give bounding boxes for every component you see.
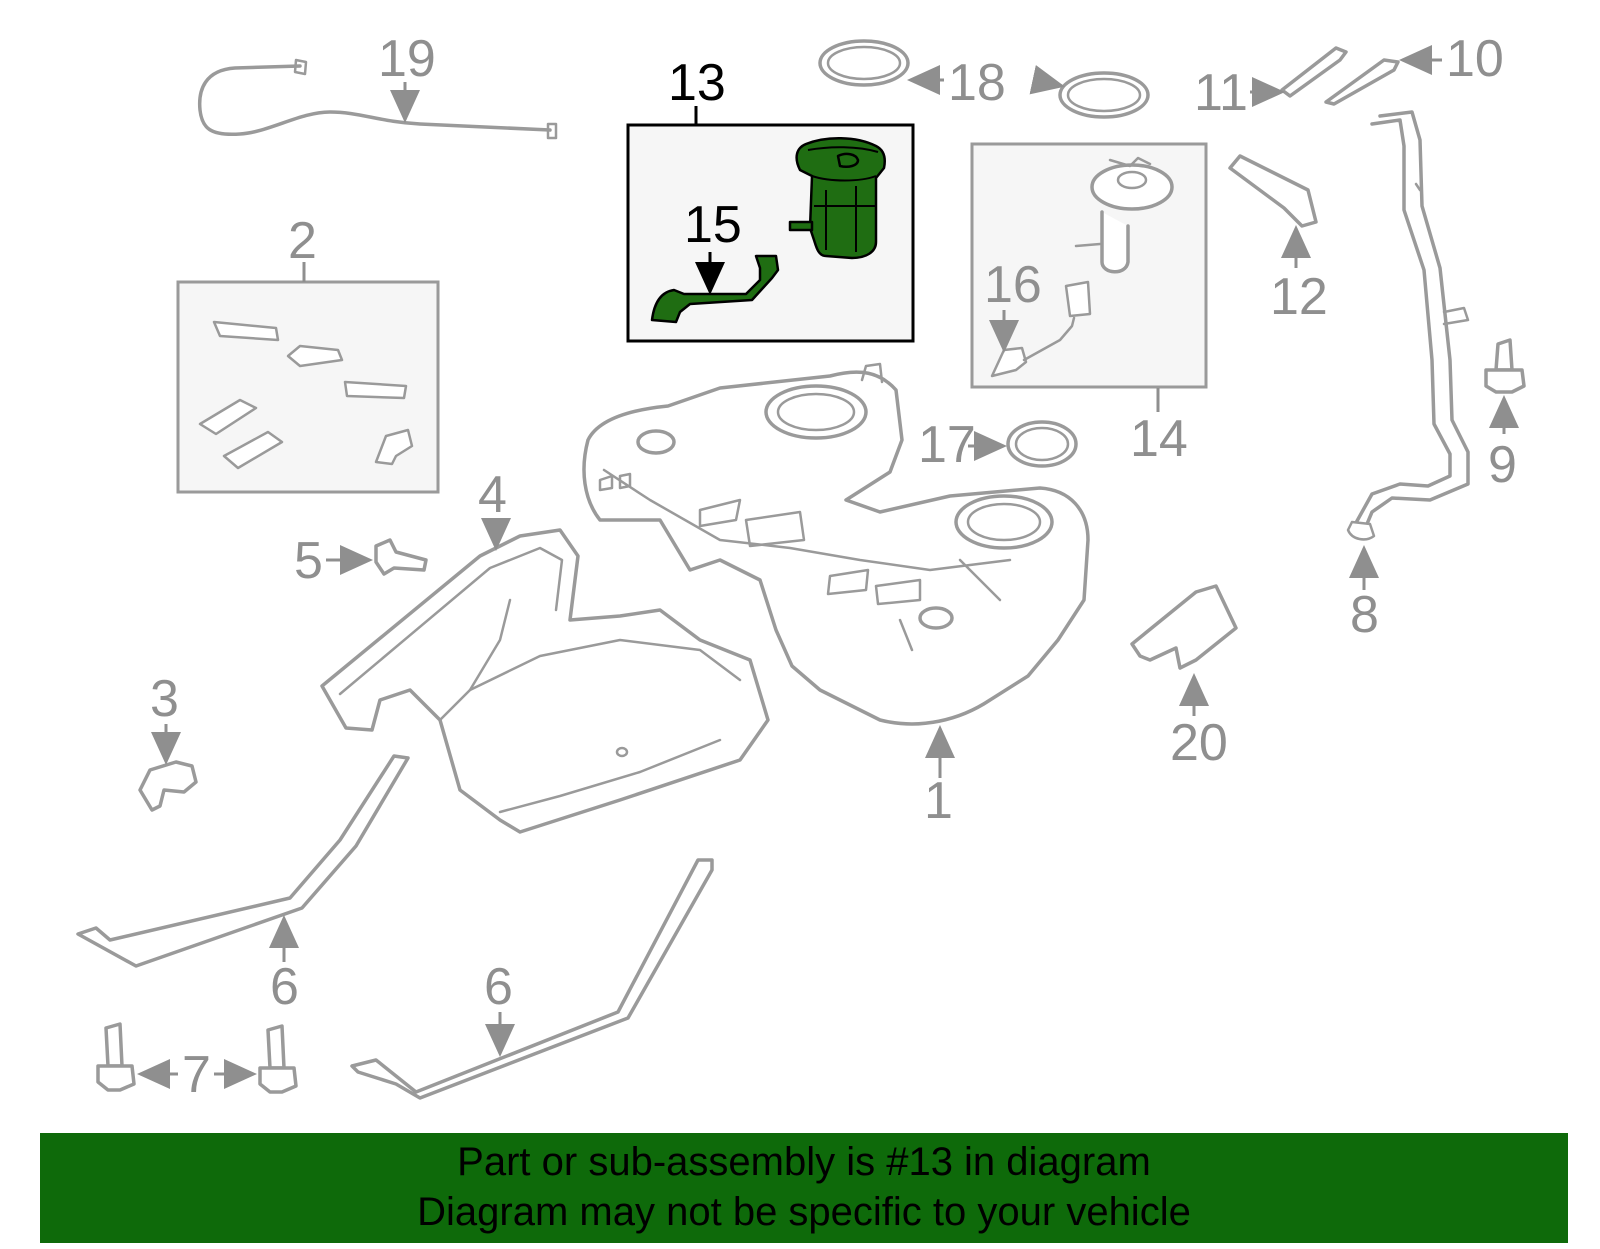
bolt-part-9 xyxy=(1484,338,1526,394)
bracket-part-12 xyxy=(1228,154,1318,228)
shield-pieces-part-2 xyxy=(198,320,414,470)
bracket-part-20 xyxy=(1130,584,1238,670)
callout-18-arrow-right xyxy=(1029,65,1065,95)
callout-11: 11 xyxy=(1194,64,1248,122)
callout-6-right: 6 xyxy=(484,958,513,1016)
callout-10: 10 xyxy=(1446,30,1504,88)
fuel-pump-module-part-13 xyxy=(788,136,886,260)
callout-15: 15 xyxy=(684,196,742,254)
sender-part-16 xyxy=(990,280,1092,378)
gasket-part-10 xyxy=(1324,58,1400,106)
callout-7: 7 xyxy=(182,1046,211,1104)
callout-17: 17 xyxy=(918,416,976,474)
callout-12: 12 xyxy=(1270,268,1328,326)
callout-3: 3 xyxy=(150,670,179,728)
callout-20: 20 xyxy=(1170,714,1228,772)
callout-16: 16 xyxy=(984,256,1042,314)
footer-line-2: Diagram may not be specific to your vehi… xyxy=(417,1190,1191,1234)
callout-5: 5 xyxy=(294,532,323,590)
callout-1: 1 xyxy=(924,772,953,830)
heat-shield-part-4 xyxy=(320,528,770,834)
bracket-part-3 xyxy=(138,760,198,812)
callout-13: 13 xyxy=(668,54,726,112)
bolt-part-7-right xyxy=(258,1024,298,1094)
callout-8: 8 xyxy=(1350,586,1379,644)
callout-14: 14 xyxy=(1130,410,1188,468)
callout-18: 18 xyxy=(948,54,1006,112)
strap-part-6-left xyxy=(76,754,410,968)
clip-part-5 xyxy=(374,538,428,576)
callout-4: 4 xyxy=(478,466,507,524)
callout-6-left: 6 xyxy=(270,958,299,1016)
gasket-part-11 xyxy=(1280,46,1348,98)
footer-banner: Part or sub-assembly is #13 in diagram D… xyxy=(40,1133,1568,1243)
footer-line-1: Part or sub-assembly is #13 in diagram xyxy=(457,1140,1151,1184)
strap-part-6-right xyxy=(350,858,714,1100)
filler-pipe-part-8 xyxy=(1346,110,1470,541)
callout-9: 9 xyxy=(1488,436,1517,494)
lock-ring-part-18 xyxy=(818,39,1150,119)
fuel-tank-part-1 xyxy=(582,362,1090,726)
o-ring-part-17 xyxy=(1006,420,1078,468)
vent-hose-part-19 xyxy=(197,58,558,140)
callout-19: 19 xyxy=(378,30,436,88)
fuel-sender-unit-part-14 xyxy=(1074,156,1174,274)
callout-2: 2 xyxy=(288,212,317,270)
bolt-part-7-left xyxy=(96,1022,136,1092)
